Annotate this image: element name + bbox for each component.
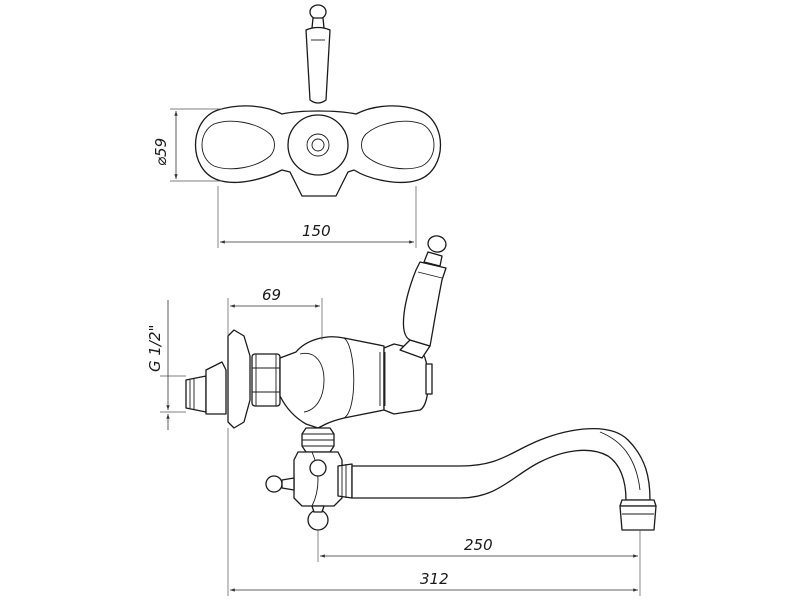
lever-handle-top [305,4,331,104]
top-view [195,4,441,197]
dimension-overall-length: 312 [227,428,641,596]
dimension-diameter: ⌀59 [152,108,222,182]
dimension-depth-label: 69 [262,286,281,304]
side-view [185,235,657,531]
lever-handle-side [399,235,447,359]
dimension-thread-label: G 1/2" [146,325,164,372]
cartridge-cap [379,343,433,415]
dimension-depth: 69 [227,286,323,340]
cross-handle [265,459,329,531]
dimension-thread: G 1/2" [146,300,186,430]
swivel-collar [293,427,343,507]
top-body-plate [195,105,441,197]
dimension-diameter-label: ⌀59 [152,138,170,166]
inlet-connector [185,361,227,415]
dimension-spout-reach-label: 250 [464,536,493,554]
dimension-width-top: 150 [217,186,417,248]
dimension-overall-length-label: 312 [420,570,449,588]
dimension-spout-reach: 250 [317,530,641,562]
dimension-width-top-label: 150 [302,222,331,240]
hex-nut [251,353,281,407]
wall-rosette [227,329,251,429]
mixer-body [279,336,385,429]
spout [337,428,657,531]
